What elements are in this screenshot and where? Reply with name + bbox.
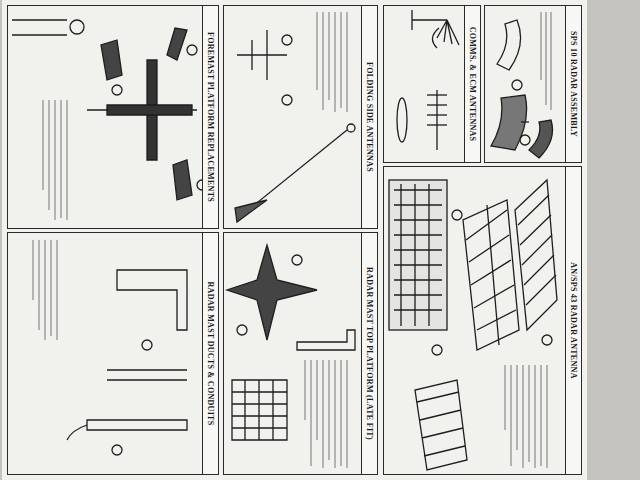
section-panel: AN/SPS 43 RADAR ANTENNA [383, 166, 582, 475]
text-lines [33, 12, 551, 468]
heading-text: AN/SPS 43 RADAR ANTENNA [569, 262, 578, 378]
section-panel: FOREMAST PLATFORM REPLACEMENTS [7, 5, 219, 229]
section-heading: SPS 10 RADAR ASSEMBLY [565, 6, 581, 162]
heading-text: SPS 10 RADAR ASSEMBLY [569, 31, 578, 137]
section-panel: COMMS. & ECM ANTENNAS [383, 5, 481, 163]
part-drawings [12, 10, 557, 470]
section-heading: AN/SPS 43 RADAR ANTENNA [565, 167, 581, 474]
section-panel: RADAR MAST DUCTS & CONDUITS [7, 232, 219, 475]
heading-text: FOLDING SIDE ANTENNAS [365, 62, 374, 172]
heading-text: FOREMAST PLATFORM REPLACEMENTS [206, 32, 215, 202]
section-heading: RADAR MAST TOP PLATFORM (LATE FIT) [361, 233, 377, 474]
heading-text: RADAR MAST DUCTS & CONDUITS [206, 282, 215, 426]
heading-text: COMMS. & ECM ANTENNAS [468, 27, 477, 142]
section-panel: SPS 10 RADAR ASSEMBLY [484, 5, 582, 163]
illustrations [2, 0, 587, 480]
section-heading: FOLDING SIDE ANTENNAS [361, 6, 377, 228]
section-heading: RADAR MAST DUCTS & CONDUITS [202, 233, 218, 474]
panel-layer: SPS 10 RADAR ASSEMBLY COMMS. & ECM ANTENN… [2, 0, 587, 480]
heading-text: RADAR MAST TOP PLATFORM (LATE FIT) [365, 267, 374, 440]
section-heading: FOREMAST PLATFORM REPLACEMENTS [202, 6, 218, 228]
section-panel: RADAR MAST TOP PLATFORM (LATE FIT) [223, 232, 378, 475]
instruction-sheet: SPS 10 RADAR ASSEMBLY COMMS. & ECM ANTENN… [2, 0, 587, 480]
section-panel: FOLDING SIDE ANTENNAS [223, 5, 378, 229]
section-heading: COMMS. & ECM ANTENNAS [464, 6, 480, 162]
